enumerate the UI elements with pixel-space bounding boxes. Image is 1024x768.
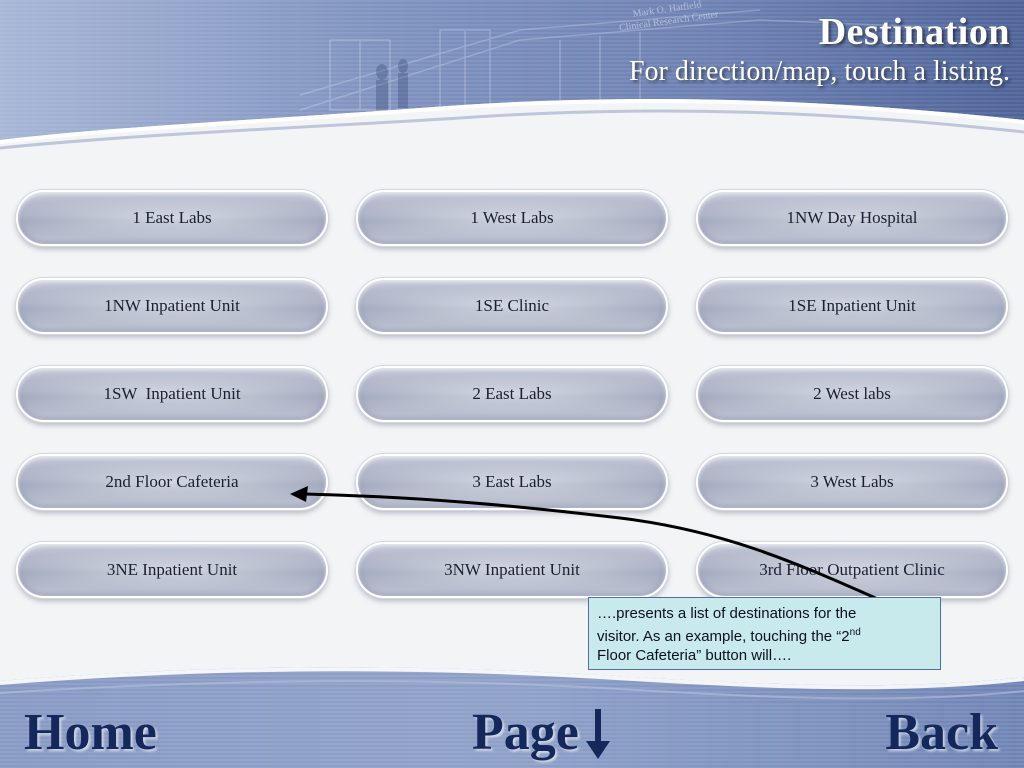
footer-background xyxy=(0,667,1024,768)
destination-button[interactable]: 3rd Floor Outpatient Clinic xyxy=(696,542,1008,598)
home-button[interactable]: Home xyxy=(24,704,157,761)
page-title: Destination xyxy=(818,11,1010,53)
page-subtitle: For direction/map, touch a listing. xyxy=(628,56,1010,87)
destination-button[interactable]: 1SW Inpatient Unit xyxy=(16,366,328,422)
destination-button[interactable]: 3NW Inpatient Unit xyxy=(356,542,668,598)
destination-button[interactable]: 1NW Inpatient Unit xyxy=(16,278,328,334)
page-down-button[interactable]: Page xyxy=(472,703,611,763)
destination-button[interactable]: 1SE Inpatient Unit xyxy=(696,278,1008,334)
destination-button[interactable]: 1NW Day Hospital xyxy=(696,190,1008,246)
destination-button[interactable]: 3NE Inpatient Unit xyxy=(16,542,328,598)
page-button-label: Page xyxy=(472,704,579,761)
callout-line-2: visitor. As an example, touching the “2n… xyxy=(597,627,861,645)
arrow-down-icon xyxy=(585,709,610,759)
back-button[interactable]: Back xyxy=(885,704,998,761)
destination-button[interactable]: 1 East Labs xyxy=(16,190,328,246)
annotation-callout: ….presents a list of destinations for th… xyxy=(588,597,941,670)
destination-button[interactable]: 1 West Labs xyxy=(356,190,668,246)
header-background xyxy=(0,0,1024,150)
header-banner: Mark O. Hatfield Clinical Research Cente… xyxy=(0,0,1024,150)
destination-button-2nd-floor-cafeteria[interactable]: 2nd Floor Cafeteria xyxy=(16,454,328,510)
destination-button[interactable]: 3 West Labs xyxy=(696,454,1008,510)
destination-button[interactable]: 1SE Clinic xyxy=(356,278,668,334)
footer-nav: Home Page Back xyxy=(0,655,1024,768)
destination-button[interactable]: 3 East Labs xyxy=(356,454,668,510)
destination-button[interactable]: 2 East Labs xyxy=(356,366,668,422)
callout-line-3: Floor Cafeteria” button will…. xyxy=(597,647,792,664)
callout-line-1: ….presents a list of destinations for th… xyxy=(597,605,857,622)
destination-button[interactable]: 2 West labs xyxy=(696,366,1008,422)
